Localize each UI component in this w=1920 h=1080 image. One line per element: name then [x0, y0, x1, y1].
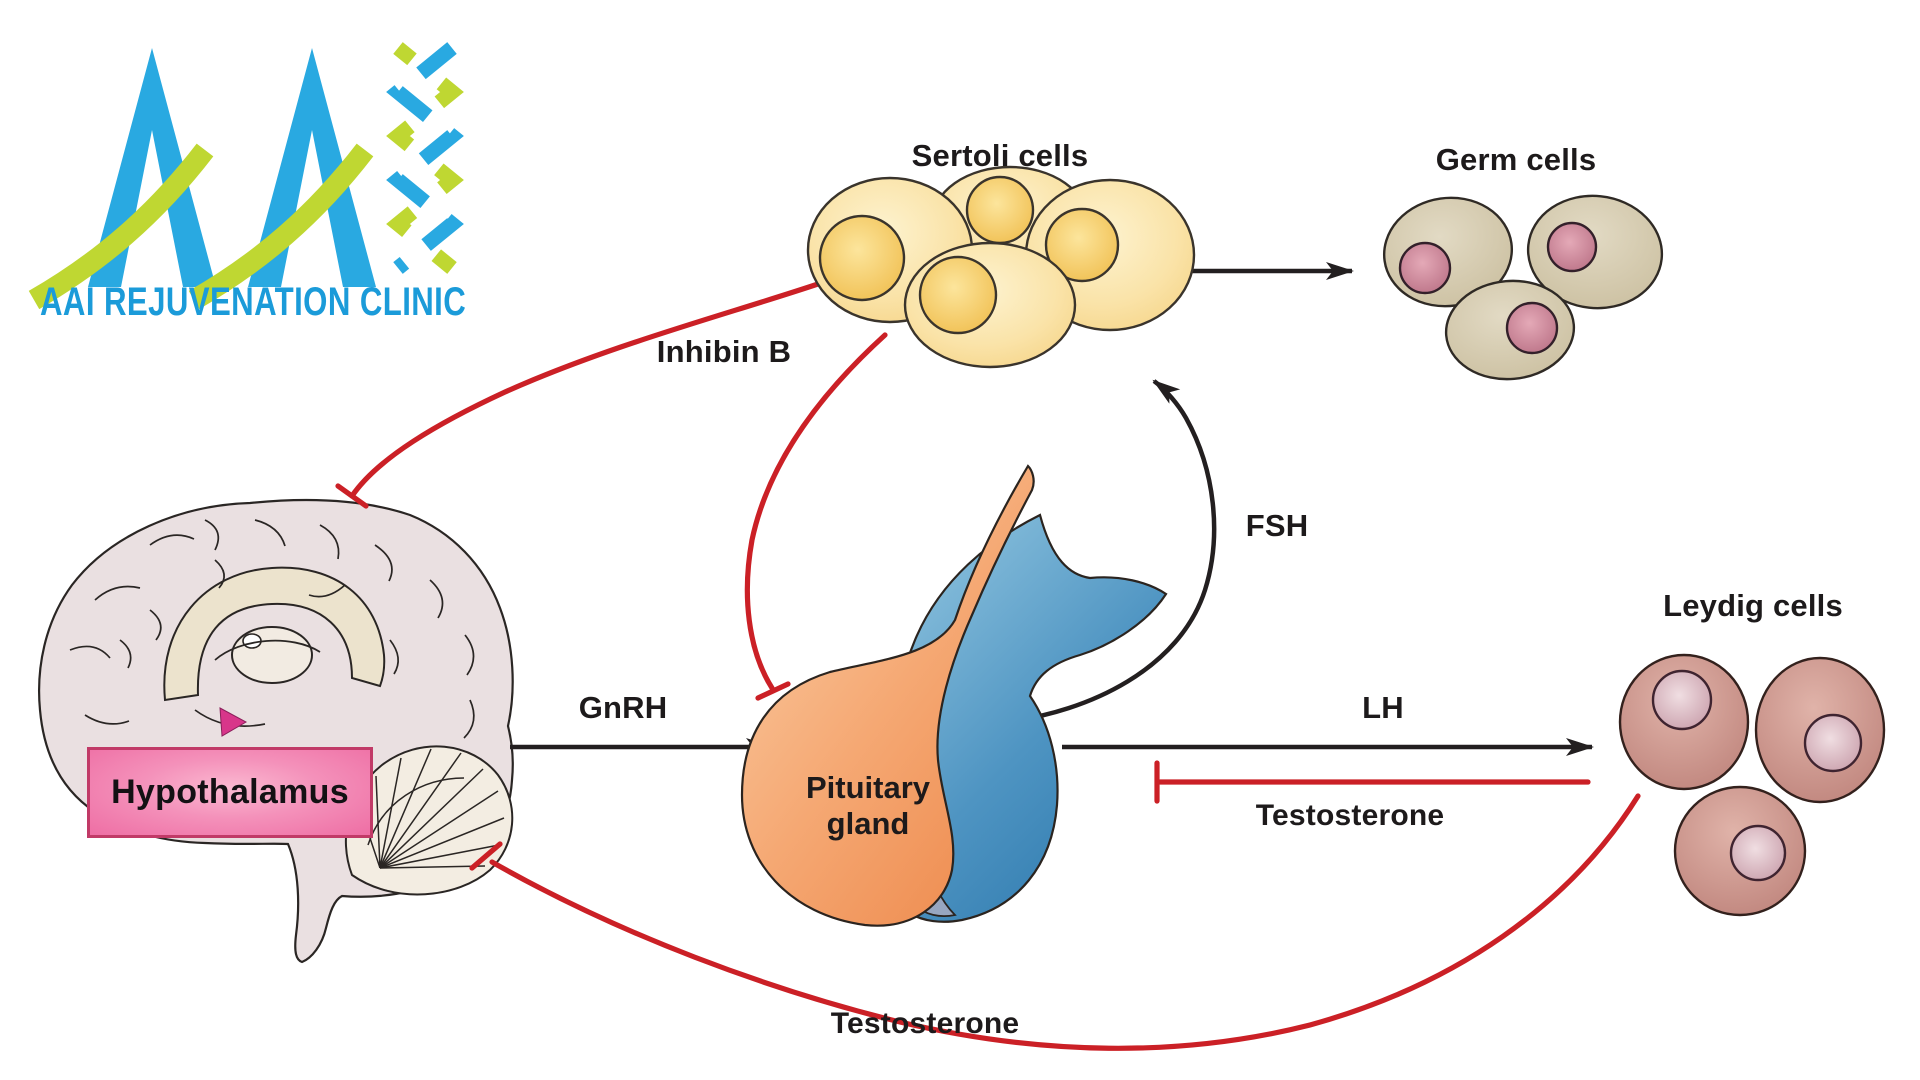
dna-helix-icon	[386, 42, 464, 274]
inhibin-b-to-pituitary-line	[744, 332, 888, 701]
testosterone-pituitary-label: Testosterone	[1255, 799, 1445, 832]
leydig-cells-cluster	[1618, 653, 1886, 917]
germ-cells-cluster	[1382, 194, 1664, 381]
pituitary-gland-label: Pituitary gland	[806, 770, 930, 842]
sertoli-cells-label: Sertoli cells	[911, 138, 1089, 173]
anterior-pituitary-lobe	[740, 464, 1035, 927]
inhibin-b-to-hypothalamus-line	[335, 281, 821, 509]
brain-illustration	[38, 499, 514, 964]
pituitary-label-line2: gland	[826, 806, 910, 841]
inhibin-b-label: Inhibin B	[656, 334, 792, 369]
hypothalamus-label-box: Hypothalamus	[87, 747, 373, 838]
clinic-logo-mark	[28, 42, 464, 310]
lh-label: LH	[1362, 690, 1404, 725]
mountain-peaks-icon	[28, 48, 376, 310]
fsh-label: FSH	[1245, 508, 1309, 543]
clinic-name: AAI REJUVENATION CLINIC	[40, 280, 467, 324]
testosterone-to-pituitary-line	[1154, 760, 1591, 804]
inhibition-tbar-icon	[755, 681, 791, 701]
testosterone-to-hypothalamus-line	[469, 793, 1641, 1051]
hypothalamus-label: Hypothalamus	[111, 773, 349, 811]
hypothalamus-marker	[219, 707, 248, 737]
corpus-callosum	[163, 566, 386, 702]
pituitary-gland-shape	[740, 464, 1168, 927]
inhibition-tbar-icon	[469, 841, 503, 871]
inhibitory-feedback-lines	[335, 281, 1641, 1051]
testosterone-hypothalamus-label: Testosterone	[830, 1007, 1020, 1040]
germ-cells-label: Germ cells	[1435, 142, 1597, 177]
fsh-arrow	[1004, 379, 1217, 725]
sertoli-cells-cluster	[806, 165, 1196, 369]
gnrh-label: GnRH	[578, 690, 668, 725]
stimulatory-arrows	[510, 262, 1594, 756]
thalamus	[231, 626, 313, 684]
inhibition-tbar-icon	[335, 483, 369, 509]
leydig-cells-label: Leydig cells	[1663, 588, 1843, 623]
pituitary-label-line1: Pituitary	[805, 770, 931, 805]
